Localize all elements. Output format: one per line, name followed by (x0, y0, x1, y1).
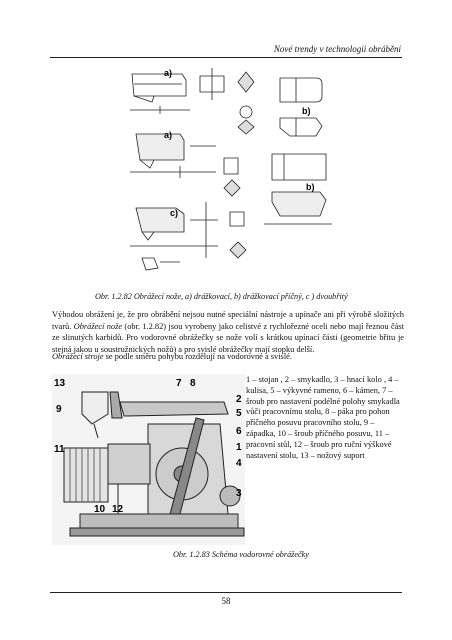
num-4: 4 (236, 458, 242, 469)
paragraph-2-text: se podle směru pohybu rozdělují na vodor… (103, 352, 292, 361)
num-11: 11 (54, 444, 65, 455)
shaper-diagram-figure: 13 7 8 5 6 1 4 9 11 3 10 12 2 (52, 374, 245, 545)
label-b1: b) (302, 106, 311, 116)
num-10: 10 (94, 504, 106, 515)
label-a1: a) (164, 68, 172, 78)
header-rule (50, 57, 402, 58)
paragraph-2-italic: Obrážecí stroje (52, 352, 104, 361)
paragraph-1: Výhodou obrážení je, že pro obrábění nej… (52, 309, 404, 355)
num-12: 12 (112, 504, 124, 515)
label-a2: a) (164, 130, 172, 140)
num-1: 1 (236, 442, 242, 453)
figure1-caption: Obr. 1.2.82 Obrážecí nože, a) drážkovací… (95, 292, 348, 301)
num-5: 5 (236, 408, 242, 419)
page-number: 58 (221, 596, 231, 606)
label-c: c) (170, 208, 178, 218)
page-header: Nové trendy v technologii obrábění (0, 0, 452, 60)
num-3: 3 (236, 488, 242, 499)
header-title: Nové trendy v technologii obrábění (273, 44, 401, 54)
paragraph-1-italic: Obrážecí nože (73, 321, 123, 331)
footer-rule (50, 592, 402, 593)
paragraph-1-text-end: (obr. 1.2.82) jsou vyrobeny jako celistv… (52, 321, 404, 354)
num-9: 9 (56, 404, 62, 415)
num-6: 6 (236, 426, 242, 437)
label-b2: b) (306, 182, 315, 192)
paragraph-1-text-start: Výhodou obrážení je, že pro obrábění nej… (52, 310, 404, 331)
paragraph-2: Obrážecí stroje se podle směru pohybu ro… (52, 351, 404, 363)
tool-drawings-figure: a) b) a) b) c) (130, 68, 332, 271)
num-8: 8 (190, 378, 196, 389)
num-13: 13 (54, 378, 66, 389)
figure2-caption: Obr. 1.2.83 Schéma vodorovné obrážečky (173, 550, 309, 559)
figure2-legend: 1 – stojan , 2 – smykadlo, 3 – hnací kol… (246, 375, 400, 460)
num-2: 2 (236, 394, 242, 405)
num-7: 7 (176, 378, 182, 389)
